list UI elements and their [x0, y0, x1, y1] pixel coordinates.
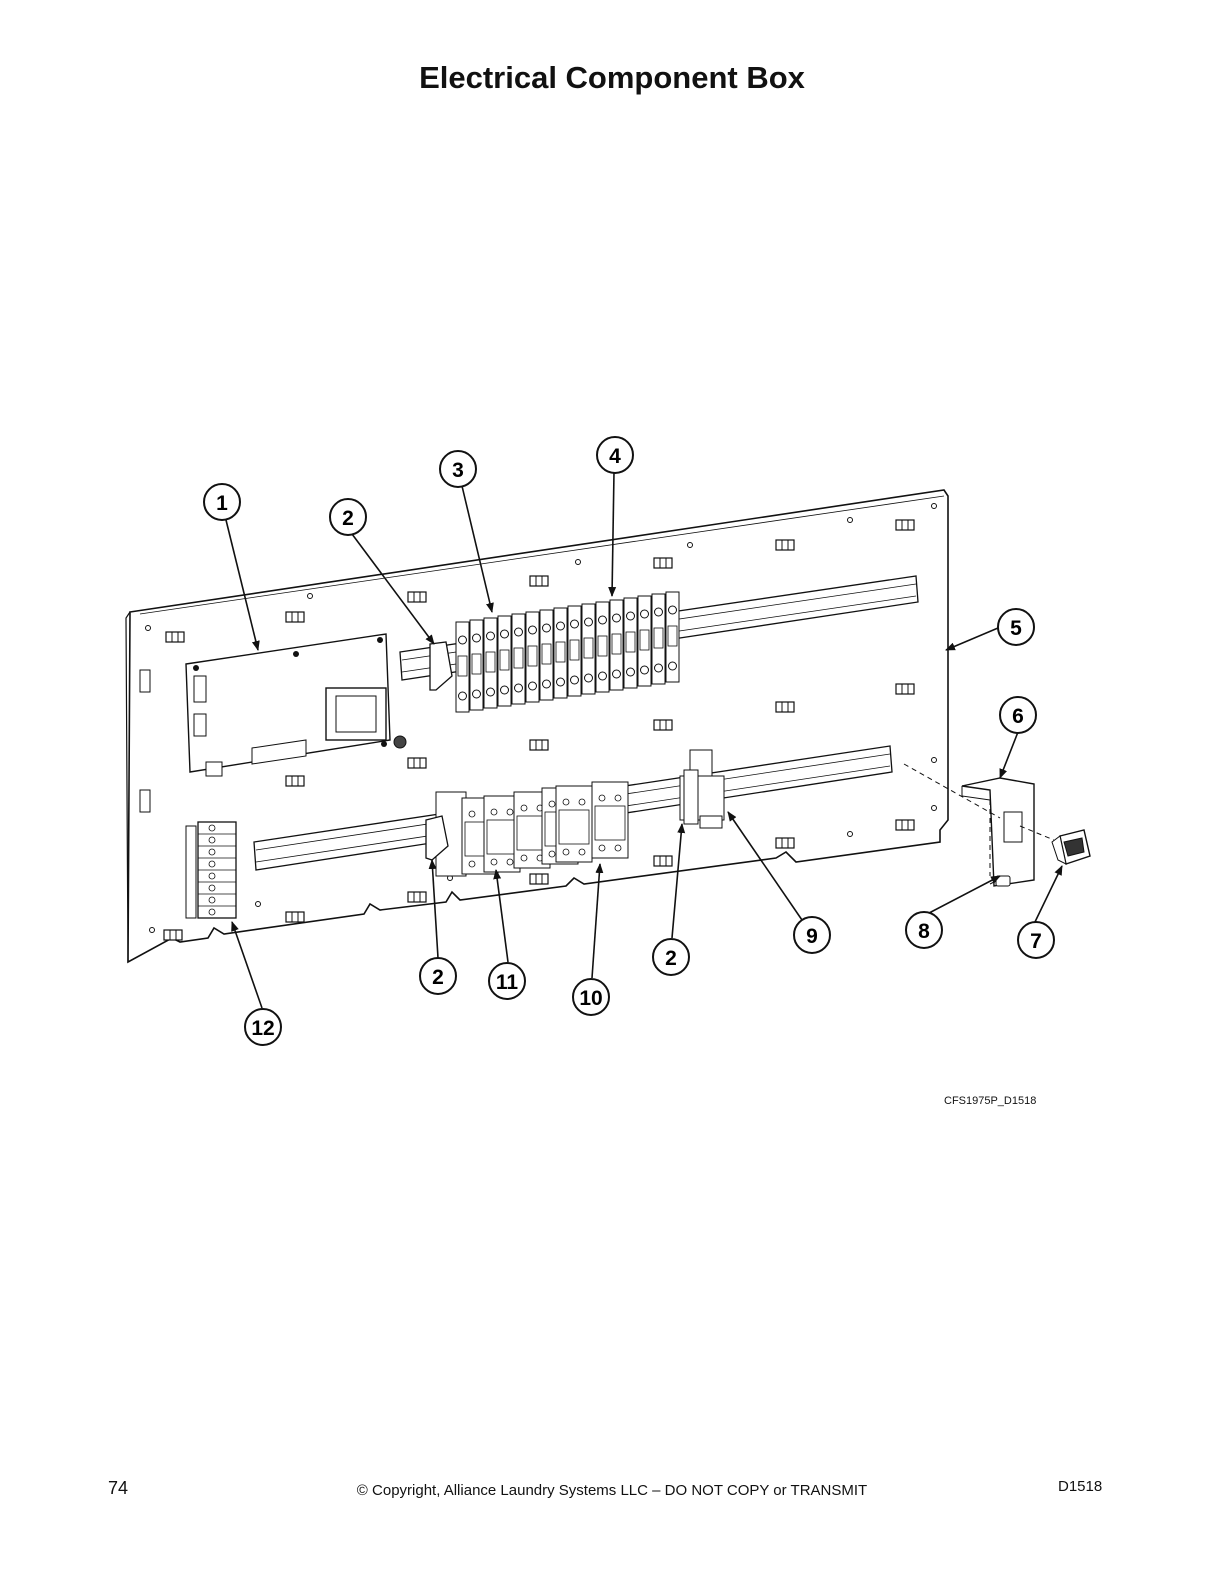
callout-2c: 2: [419, 957, 457, 995]
callout-7: 7: [1017, 921, 1055, 959]
rocker-switch: [1051, 829, 1091, 865]
callout-label: 1: [216, 492, 228, 515]
document-id: D1518: [1058, 1478, 1103, 1495]
page-number: 74: [108, 1478, 129, 1498]
callout-label: 2: [342, 507, 354, 530]
callout-1: 1: [203, 483, 241, 521]
callout-label: 5: [1010, 617, 1022, 640]
callout-2a: 2: [329, 498, 367, 536]
callout-4: 4: [596, 436, 634, 474]
callout-label: 7: [1030, 930, 1042, 953]
relay-row: [425, 781, 629, 877]
callout-label: 10: [579, 987, 602, 1010]
callout-label: 4: [609, 445, 621, 468]
callout-10: 10: [572, 978, 610, 1016]
callout-12: 12: [244, 1008, 282, 1046]
callout-8: 8: [905, 911, 943, 949]
leader-lines: [225, 471, 1063, 1009]
end-clamp-upper: [429, 641, 453, 691]
copyright-notice: © Copyright, Alliance Laundry Systems LL…: [356, 1482, 868, 1499]
callout-label: 11: [496, 971, 519, 994]
callout-label: 6: [1012, 705, 1024, 728]
fuse-holder: [679, 749, 725, 829]
callout-2b: 2: [652, 938, 690, 976]
callout-label: 9: [806, 925, 818, 948]
callout-9: 9: [793, 916, 831, 954]
callout-label: 2: [432, 966, 444, 989]
callout-6: 6: [999, 696, 1037, 734]
callout-11: 11: [488, 962, 526, 1000]
callout-label: 2: [665, 947, 677, 970]
callout-3: 3: [439, 450, 477, 488]
figure-id: CFS1975P_D1518: [944, 1095, 1037, 1107]
page-title: Electrical Component Box: [419, 60, 805, 95]
callout-label: 8: [918, 920, 930, 943]
terminal-block: [185, 821, 237, 919]
callout-label: 12: [251, 1017, 274, 1040]
callout-5: 5: [997, 608, 1035, 646]
control-board: [185, 633, 407, 777]
callout-label: 3: [452, 459, 464, 482]
